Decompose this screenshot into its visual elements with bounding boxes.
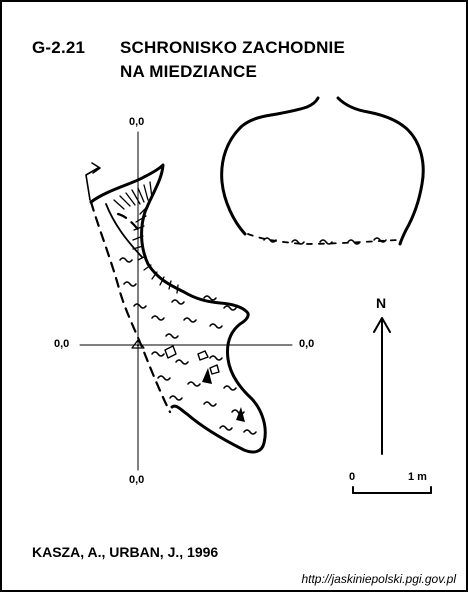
cave-name-line1: SCHRONISKO ZACHODNIE <box>120 38 346 57</box>
rubble-blocks <box>164 345 220 375</box>
cross-section-outline <box>220 96 425 246</box>
scale-start-label: 0 <box>349 471 356 483</box>
cave-outline <box>89 163 267 454</box>
cross-section-sediment <box>263 237 387 245</box>
datum-triangle-icon <box>131 339 145 349</box>
scale-bar <box>352 486 432 494</box>
cave-name-line2: NA MIEDZIANCE <box>120 62 258 81</box>
dashed-walls <box>89 200 172 414</box>
stalagmite-icons <box>202 368 245 422</box>
ledge-line <box>105 203 143 258</box>
ref-mark-right: 0,0 <box>299 338 315 350</box>
authors-credit: KASZA, A., URBAN, J., 1996 <box>32 544 219 560</box>
ref-mark-left: 0,0 <box>54 338 70 350</box>
scale-end-label: 1 m <box>408 471 427 483</box>
north-arrow-icon <box>373 317 391 455</box>
ref-mark-top: 0,0 <box>129 116 145 128</box>
ref-mark-bottom: 0,0 <box>129 474 145 486</box>
north-label: N <box>376 295 387 311</box>
slope-hachures <box>113 181 179 294</box>
source-link[interactable]: http://jaskiniepolski.pgi.gov.pl <box>301 572 456 586</box>
reference-cross <box>79 131 293 471</box>
cave-code: G-2.21 <box>32 38 86 57</box>
entrance-arrow-icon <box>85 162 101 201</box>
